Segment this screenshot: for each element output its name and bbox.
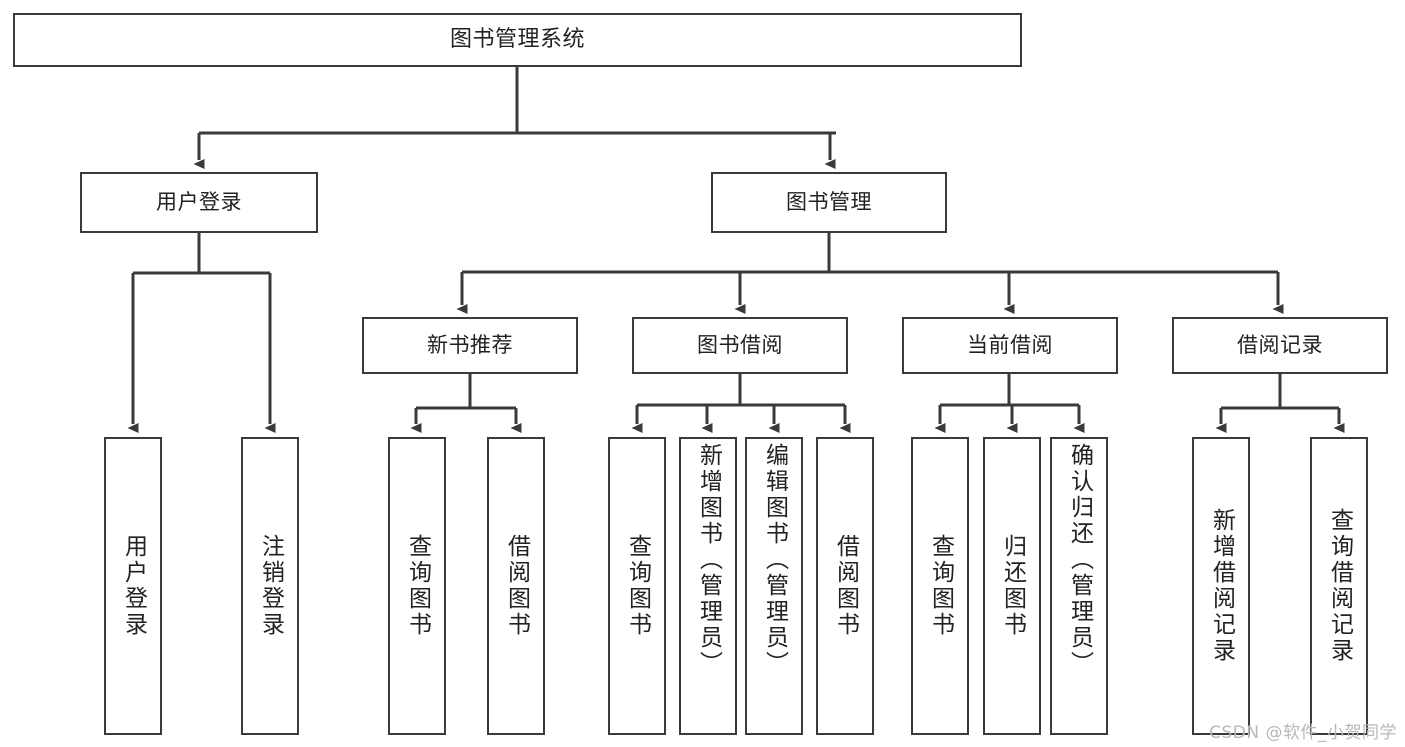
node-leaf-edit-book-label: 编辑图书（管理员）	[761, 443, 788, 677]
node-user-login[interactable]: 用户登录	[80, 172, 318, 233]
node-leaf-add-record[interactable]: 新增借阅记录	[1192, 437, 1250, 735]
node-borrow-record-label: 借阅记录	[1237, 333, 1323, 358]
node-leaf-query-book-2-label: 查询图书	[624, 534, 651, 638]
node-current-borrow[interactable]: 当前借阅	[902, 317, 1118, 374]
node-leaf-borrow-book-2[interactable]: 借阅图书	[816, 437, 874, 735]
node-leaf-confirm-return-label: 确认归还（管理员）	[1066, 443, 1093, 677]
node-leaf-query-book-1[interactable]: 查询图书	[388, 437, 446, 735]
node-current-borrow-label: 当前借阅	[967, 333, 1053, 358]
node-leaf-user-logout-label: 注销登录	[257, 534, 284, 638]
node-leaf-add-record-label: 新增借阅记录	[1208, 508, 1235, 664]
node-book-manage[interactable]: 图书管理	[711, 172, 947, 233]
node-new-book-rec-label: 新书推荐	[427, 333, 513, 358]
node-leaf-borrow-book-2-label: 借阅图书	[832, 534, 859, 638]
node-leaf-query-book-1-label: 查询图书	[404, 534, 431, 638]
watermark: CSDN @软件_小贺同学	[1209, 723, 1397, 743]
node-leaf-return-book-label: 归还图书	[999, 534, 1026, 638]
node-leaf-edit-book[interactable]: 编辑图书（管理员）	[745, 437, 803, 735]
node-leaf-user-login-label: 用户登录	[120, 534, 147, 638]
node-leaf-user-logout[interactable]: 注销登录	[241, 437, 299, 735]
node-leaf-borrow-book-1-label: 借阅图书	[503, 534, 530, 638]
node-leaf-add-book-label: 新增图书（管理员）	[695, 443, 722, 677]
node-leaf-query-record-label: 查询借阅记录	[1326, 508, 1353, 664]
node-leaf-return-book[interactable]: 归还图书	[983, 437, 1041, 735]
node-book-borrow-label: 图书借阅	[697, 333, 783, 358]
node-new-book-rec[interactable]: 新书推荐	[362, 317, 578, 374]
node-leaf-query-book-2[interactable]: 查询图书	[608, 437, 666, 735]
node-leaf-query-record[interactable]: 查询借阅记录	[1310, 437, 1368, 735]
node-leaf-query-book-3-label: 查询图书	[927, 534, 954, 638]
node-root-label: 图书管理系统	[449, 27, 585, 53]
node-book-borrow[interactable]: 图书借阅	[632, 317, 848, 374]
node-leaf-add-book[interactable]: 新增图书（管理员）	[679, 437, 737, 735]
node-book-manage-label: 图书管理	[786, 190, 872, 215]
node-user-login-label: 用户登录	[156, 190, 242, 215]
node-leaf-query-book-3[interactable]: 查询图书	[911, 437, 969, 735]
node-root[interactable]: 图书管理系统	[13, 13, 1022, 67]
node-leaf-user-login[interactable]: 用户登录	[104, 437, 162, 735]
node-leaf-confirm-return[interactable]: 确认归还（管理员）	[1050, 437, 1108, 735]
node-borrow-record[interactable]: 借阅记录	[1172, 317, 1388, 374]
node-leaf-borrow-book-1[interactable]: 借阅图书	[487, 437, 545, 735]
